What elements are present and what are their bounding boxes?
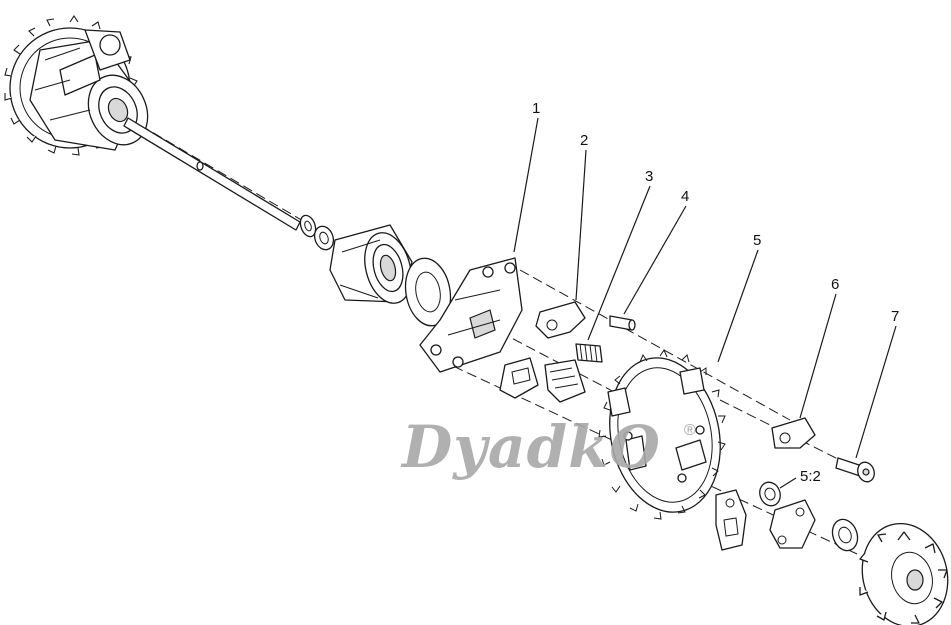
bracket-lower-right-drawing (769, 499, 816, 549)
callout-6: 6 (831, 276, 840, 293)
bracket-lower-left-drawing (715, 489, 747, 551)
shaft-drawing (123, 117, 301, 231)
bearing-hub-drawing (329, 224, 413, 304)
watermark-logo: DyadkO (402, 413, 661, 481)
callout-4: 4 (681, 188, 690, 205)
clutch-assembly-drawing (4, 15, 149, 156)
axis-line-upper (519, 269, 791, 421)
bolt-drawing (835, 457, 875, 483)
leader-5 (717, 249, 759, 363)
bushing-drawing (759, 481, 781, 507)
spring-drawing (575, 343, 603, 363)
sprocket-large-drawing (598, 348, 726, 520)
carrier-plate-drawing (419, 257, 523, 373)
callout-1: 1 (532, 100, 541, 117)
retainer-drawing (771, 417, 816, 449)
callout-5: 5 (753, 232, 762, 249)
leader-6 (799, 293, 837, 419)
callout-7: 7 (891, 308, 900, 325)
thrust-washer-drawing (404, 257, 452, 327)
washer-lower-drawing (831, 518, 859, 552)
leader-7 (855, 325, 897, 459)
pin-drawing (609, 315, 636, 331)
leader-5-2 (779, 477, 797, 489)
leader-2 (575, 149, 587, 301)
leader-1 (513, 117, 539, 253)
leader-3 (587, 185, 651, 341)
sprocket-small-drawing (859, 522, 949, 625)
leader-4 (623, 205, 687, 315)
callout-3: 3 (645, 168, 654, 185)
pawl-assembly-drawing (499, 357, 586, 403)
washer-small-drawing (299, 214, 335, 251)
registered-mark: ® (684, 422, 696, 439)
pawl-drawing (535, 301, 586, 339)
callout-5-2: 5:2 (800, 468, 821, 485)
callout-2: 2 (580, 132, 589, 149)
